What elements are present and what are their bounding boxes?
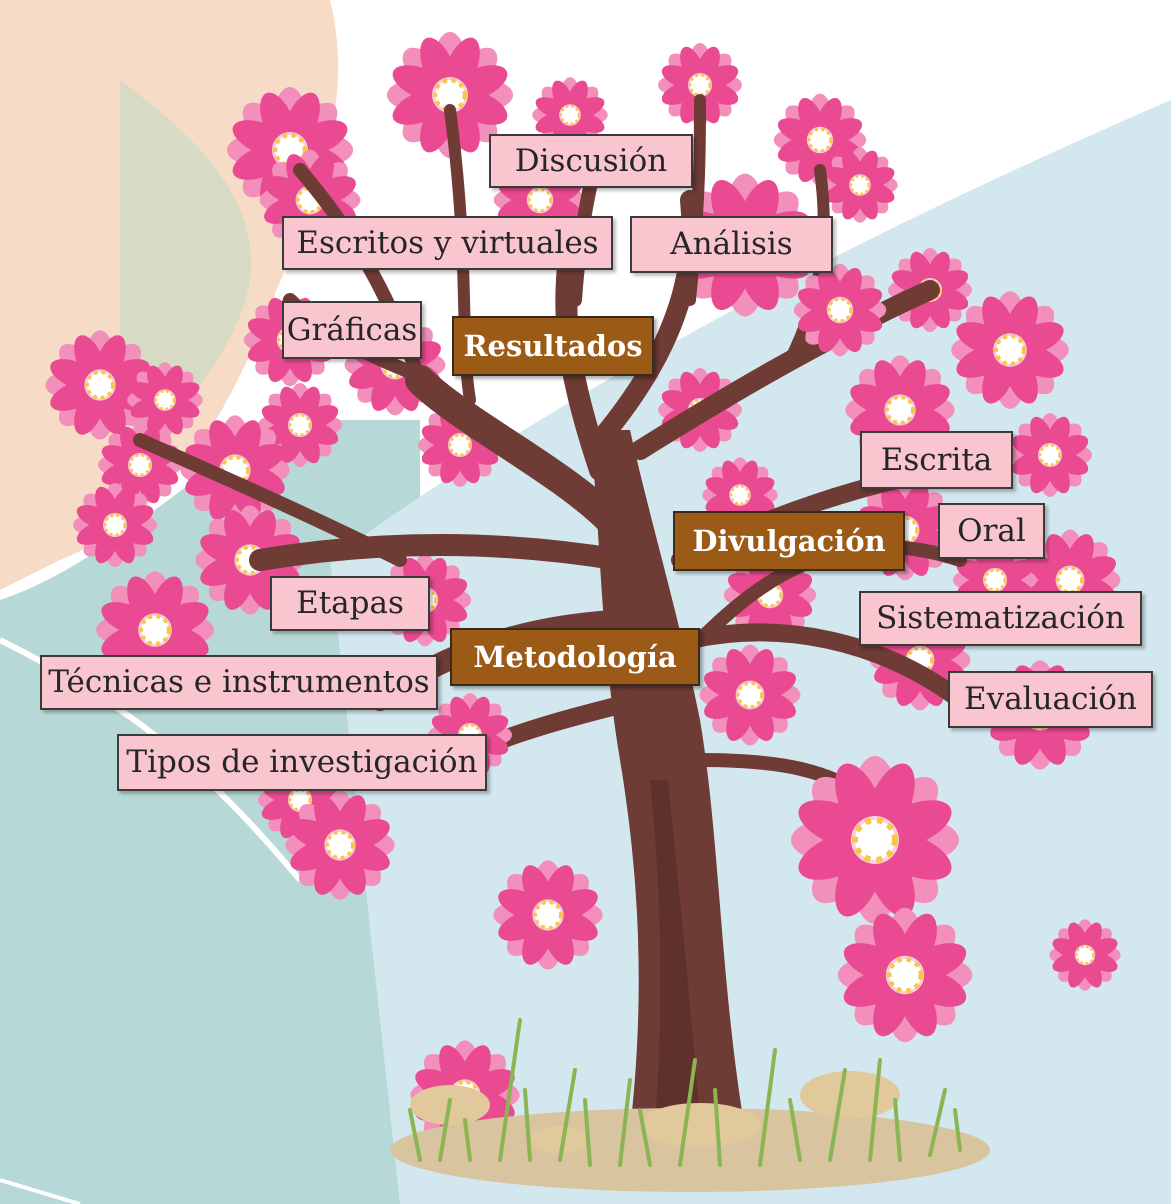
label-oral: Oral xyxy=(938,503,1045,559)
ground xyxy=(390,1018,990,1192)
label-evaluacion: Evaluación xyxy=(948,671,1153,728)
label-discusion: Discusión xyxy=(489,134,693,188)
heading-divulgacion: Divulgación xyxy=(673,511,905,571)
label-escrita: Escrita xyxy=(860,431,1013,489)
heading-resultados: Resultados xyxy=(452,316,654,376)
label-graficas: Gráficas xyxy=(282,301,422,359)
heading-metodologia: Metodología xyxy=(450,628,700,686)
label-tipos-investigacion: Tipos de investigación xyxy=(117,734,487,791)
label-escritos-virtuales: Escritos y virtuales xyxy=(282,216,613,270)
label-sistematizacion: Sistematización xyxy=(859,591,1142,646)
label-tecnicas-instrumentos: Técnicas e instrumentos xyxy=(40,655,438,710)
label-etapas: Etapas xyxy=(270,576,430,631)
label-analisis: Análisis xyxy=(630,216,833,273)
